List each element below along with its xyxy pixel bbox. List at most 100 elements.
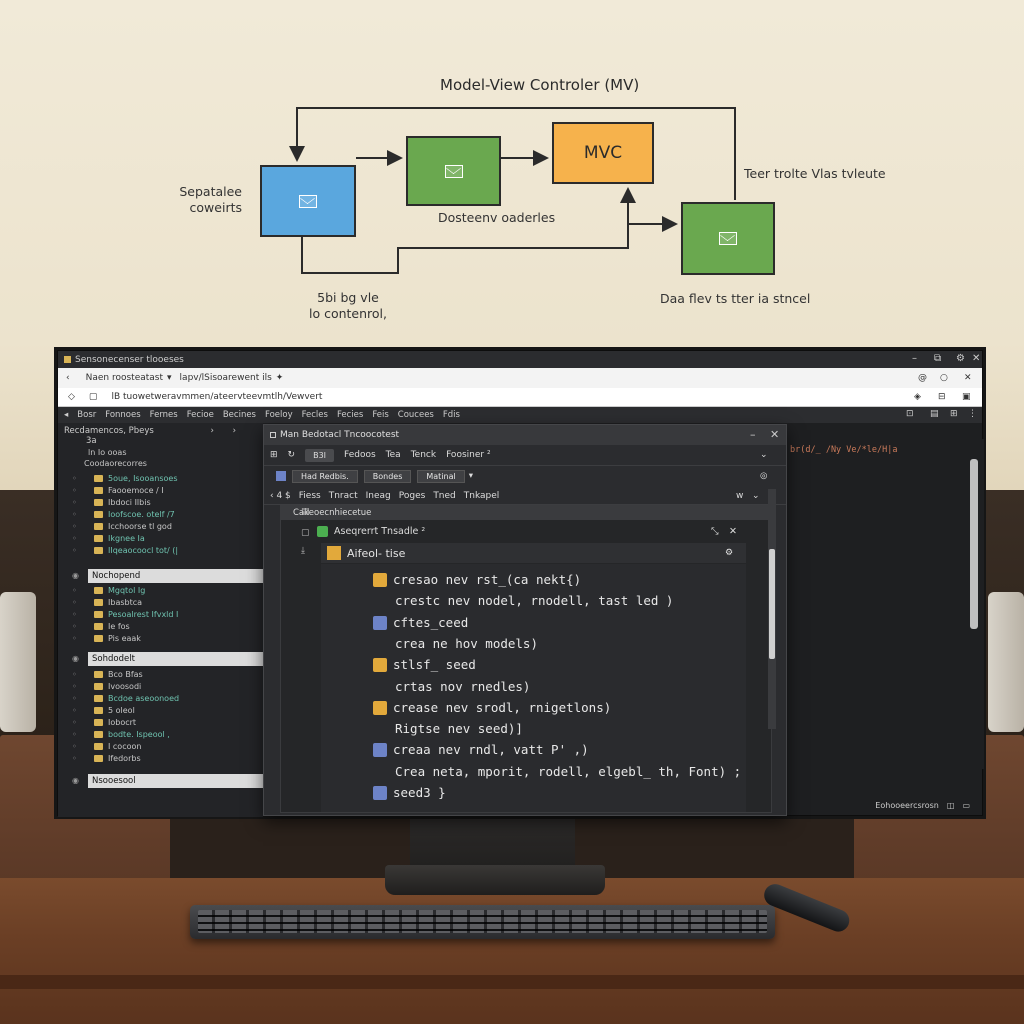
refresh-icon[interactable]: ↻ (287, 450, 296, 460)
app-menu-icon[interactable]: ◂ (64, 410, 69, 420)
sidebar-file-item[interactable]: Faooemoce / I (94, 486, 164, 495)
menu2-item-5[interactable]: Tnkapel (463, 490, 500, 501)
menu-item-2[interactable]: Fernes (149, 410, 178, 420)
sidebar-file-item[interactable]: Icchoorse tl god (94, 522, 172, 531)
sidebar-file-item[interactable]: 5oue, Isooansoes (94, 474, 178, 483)
code-line[interactable]: crea ne hov models) (395, 635, 538, 651)
sidebar-file-item[interactable]: Ivoosodi (94, 682, 141, 691)
code-line[interactable]: stlsf_ seed (393, 657, 476, 673)
layout-icon[interactable]: ▤ (930, 409, 939, 419)
settings-icon[interactable]: ⚙ (956, 353, 965, 364)
sidebar-file-item[interactable]: Mgqtol Ig (94, 586, 145, 595)
tree-toggle-icon[interactable]: ◦ (72, 610, 77, 619)
tree-toggle-icon[interactable]: ◦ (72, 522, 77, 531)
tree-toggle-icon[interactable]: ◦ (72, 718, 77, 727)
tree-toggle-icon[interactable]: ◦ (72, 622, 77, 631)
sidebar-section[interactable]: Sohdodelt (88, 652, 263, 666)
sidebar-file-item[interactable]: I cocoon (94, 742, 141, 751)
tab-active[interactable]: B3I (305, 448, 335, 462)
back-icon[interactable]: ◇ (68, 392, 75, 402)
chevron-left-icon[interactable]: ‹ (66, 373, 70, 383)
tree-toggle-icon[interactable]: ◦ (72, 682, 77, 691)
read-button[interactable]: Had Redbis. (292, 469, 358, 483)
circle-icon[interactable]: ○ (940, 373, 948, 383)
chevron-down-icon[interactable]: ⌄ (752, 490, 760, 501)
tab-2[interactable]: Tenck (410, 450, 437, 460)
code-line[interactable]: crtas nov rnedles) (395, 678, 531, 694)
terminal-icon[interactable]: ⊡ (906, 409, 914, 419)
menu-item-9[interactable]: Coucees (397, 410, 434, 420)
menu-item-7[interactable]: Fecies (336, 410, 364, 420)
sidebar-section[interactable]: Nochopend (88, 569, 263, 583)
tree-toggle-icon[interactable]: ◦ (72, 730, 77, 739)
status-icon[interactable]: ◫ (946, 800, 955, 810)
tree-toggle-icon[interactable]: ◦ (72, 694, 77, 703)
sidebar-file-item[interactable]: Ibasbtca (94, 598, 142, 607)
scrollbar-thumb[interactable] (769, 549, 775, 659)
close-tab-icon[interactable]: ✕ (964, 373, 972, 383)
sidebar-root[interactable]: Coodaorecorres (84, 459, 147, 468)
code-editor[interactable]: cresao nev rst_(ca nekt{) crestc nev node… (321, 564, 746, 812)
tab-0[interactable]: Fedoos (344, 450, 376, 460)
code-line[interactable]: Crea neta, mporit, rodell, elgebl_ th, F… (395, 763, 742, 779)
status-icon[interactable]: ▭ (962, 800, 970, 810)
editor-right[interactable]: br(d/_ /Ny Ve/*le/H|a (786, 439, 984, 769)
menu-item-3[interactable]: Fecioe (186, 410, 214, 420)
menu2-item-4[interactable]: Tned (433, 490, 456, 501)
menu-item-8[interactable]: Feis (372, 410, 389, 420)
chevron-down-icon[interactable]: ▾ (468, 471, 474, 481)
tree-toggle-icon[interactable]: ◦ (72, 474, 77, 483)
tree-toggle-icon[interactable]: ◦ (72, 670, 77, 679)
lock-icon[interactable]: ▣ (962, 392, 971, 402)
sidebar-file-item[interactable]: IIqeaocoocl tot/ (| (94, 546, 178, 555)
chevron-down-icon[interactable]: ⌄ (760, 450, 768, 460)
shield-icon[interactable]: ◈ (914, 392, 921, 402)
code-line[interactable]: cresao nev rst_(ca nekt{) (393, 572, 582, 587)
menu-item-1[interactable]: Fonnoes (105, 410, 141, 420)
sidebar-file-item[interactable]: bodte. Ispeool , (94, 730, 170, 739)
tree-toggle-icon[interactable]: ◦ (72, 754, 77, 763)
tree-toggle-icon[interactable]: ◦ (72, 706, 77, 715)
menu-item-6[interactable]: Fecles (301, 410, 328, 420)
sidebar-file-item[interactable]: Ie fos (94, 622, 130, 631)
tree-toggle-icon[interactable]: ◦ (72, 546, 77, 555)
sidebar-file-item[interactable]: Ikgnee Ia (94, 534, 145, 543)
pin-icon[interactable]: ✦ (275, 373, 284, 383)
code-line[interactable]: Rigtse nev seed)] (395, 721, 523, 737)
tab-label[interactable]: Naen roosteatast (85, 373, 164, 383)
menu-item-10[interactable]: Fdis (442, 410, 460, 420)
sidebar-file-item[interactable]: Bcdoe aseoonoed (94, 694, 179, 703)
tree-toggle-icon[interactable]: ◦ (72, 598, 77, 607)
sidebar-file-item[interactable]: Pesoalrest Ifvxld I (94, 610, 178, 619)
maximize-icon[interactable]: ⧉ (934, 353, 942, 364)
bookmark-icon[interactable]: ⊟ (938, 392, 946, 402)
tree-toggle-icon[interactable]: ◦ (72, 534, 77, 543)
sidebar-file-item[interactable]: Bco Bfas (94, 670, 143, 679)
menu2-item-2[interactable]: Ineag (365, 490, 391, 501)
menu2-item-1[interactable]: Tnract (328, 490, 358, 501)
sidebar-file-item[interactable]: Ibdoci Ilbis (94, 498, 151, 507)
menu-item-5[interactable]: Foeloy (265, 410, 293, 420)
menu-item-0[interactable]: Bosr (77, 410, 97, 420)
bundles-button[interactable]: Bondes (363, 469, 412, 483)
tab-1[interactable]: Tea (385, 450, 401, 460)
sidebar-file-item[interactable]: Pis eaak (94, 634, 141, 643)
at-icon[interactable]: @ (918, 373, 927, 383)
dialog-scrollbar[interactable] (768, 489, 776, 729)
tab-path[interactable]: lapv/lSisoarewent ils (179, 373, 272, 383)
sidebar-section[interactable]: Nsooesool (88, 774, 263, 788)
sidebar-file-item[interactable]: Ifedorbs (94, 754, 141, 763)
sidebar-tab[interactable]: 3a (86, 436, 97, 446)
w-icon[interactable]: w (736, 490, 744, 501)
code-line[interactable]: crestc nev nodel, rnodell, tast led ) (395, 593, 674, 609)
minimize-icon[interactable]: – (750, 428, 756, 441)
code-line[interactable]: creaa nev rndl, vatt P' ,) (393, 742, 589, 758)
settings-icon[interactable]: ⚙ (725, 548, 734, 558)
url-text[interactable]: lB tuowetweravmmen/ateervteevmtlh/Vewver… (111, 392, 323, 402)
tree-toggle-icon[interactable]: ◦ (72, 586, 77, 595)
close-icon[interactable]: ✕ (770, 428, 780, 441)
code-line[interactable]: crease nev srodl, rnigetlons) (393, 699, 612, 715)
close-icon[interactable]: ✕ (729, 525, 737, 537)
chevron-right-icon[interactable]: › (210, 426, 214, 436)
material-button[interactable]: Matinal (417, 469, 465, 483)
